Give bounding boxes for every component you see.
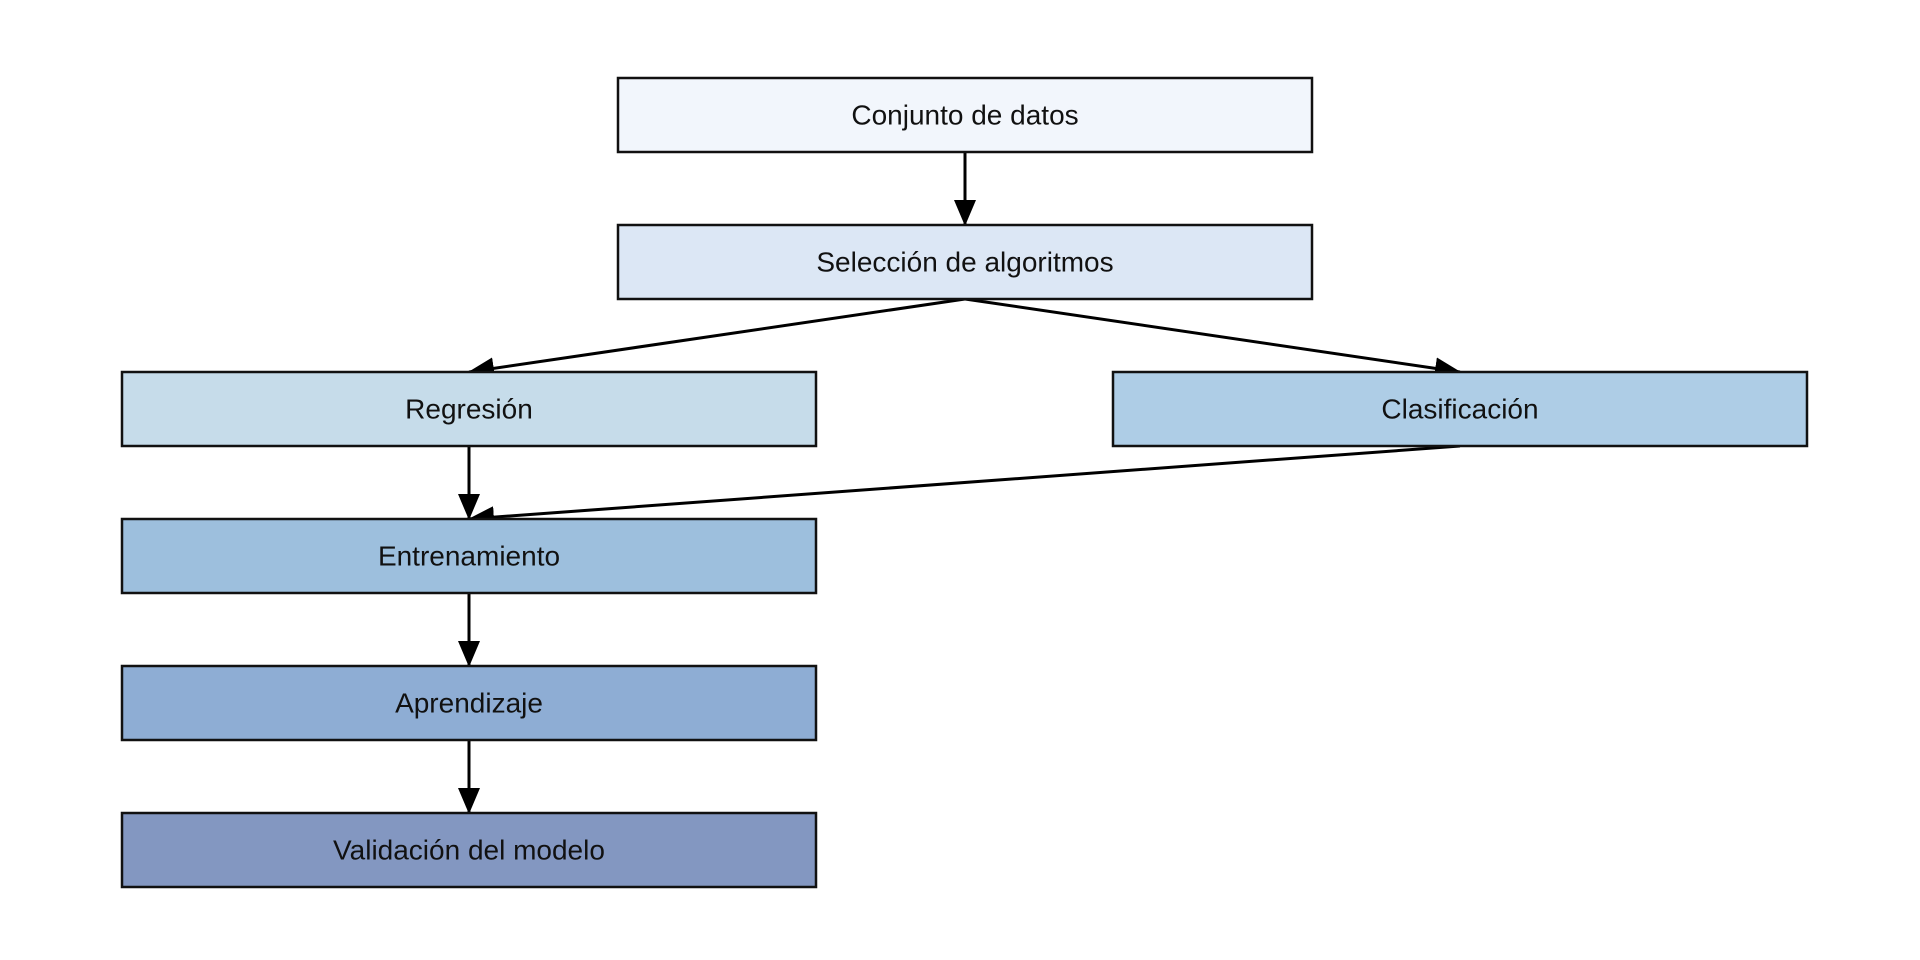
node-box-seleccion bbox=[616, 223, 1314, 301]
node-label-conjunto: Conjunto de datos bbox=[851, 100, 1078, 131]
node-entrenamiento: Entrenamiento bbox=[120, 517, 818, 595]
node-box-aprendizaje bbox=[120, 664, 818, 742]
node-label-regresion: Regresión bbox=[405, 394, 533, 425]
node-label-clasificacion: Clasificación bbox=[1381, 394, 1538, 425]
node-regresion: Regresión bbox=[120, 370, 818, 448]
node-label-seleccion: Selección de algoritmos bbox=[816, 247, 1113, 278]
node-conjunto: Conjunto de datos bbox=[616, 76, 1314, 154]
node-clasificacion: Clasificación bbox=[1111, 370, 1809, 448]
node-validacion: Validación del modelo bbox=[120, 811, 818, 889]
node-box-entrenamiento bbox=[120, 517, 818, 595]
node-box-conjunto bbox=[616, 76, 1314, 154]
node-label-entrenamiento: Entrenamiento bbox=[378, 541, 560, 572]
edge-arrow-seleccion-to-regresion bbox=[468, 297, 966, 380]
node-label-validacion: Validación del modelo bbox=[333, 835, 605, 866]
node-box-clasificacion bbox=[1111, 370, 1809, 448]
node-seleccion: Selección de algoritmos bbox=[616, 223, 1314, 301]
edge-arrow-seleccion-to-clasificacion bbox=[964, 297, 1461, 380]
node-box-regresion bbox=[120, 370, 818, 448]
edges-layer bbox=[458, 152, 1461, 814]
edge-arrow-clasificacion-to-entrenamiento bbox=[468, 444, 1461, 529]
node-box-validacion bbox=[120, 811, 818, 889]
node-aprendizaje: Aprendizaje bbox=[120, 664, 818, 742]
node-label-aprendizaje: Aprendizaje bbox=[395, 688, 543, 719]
